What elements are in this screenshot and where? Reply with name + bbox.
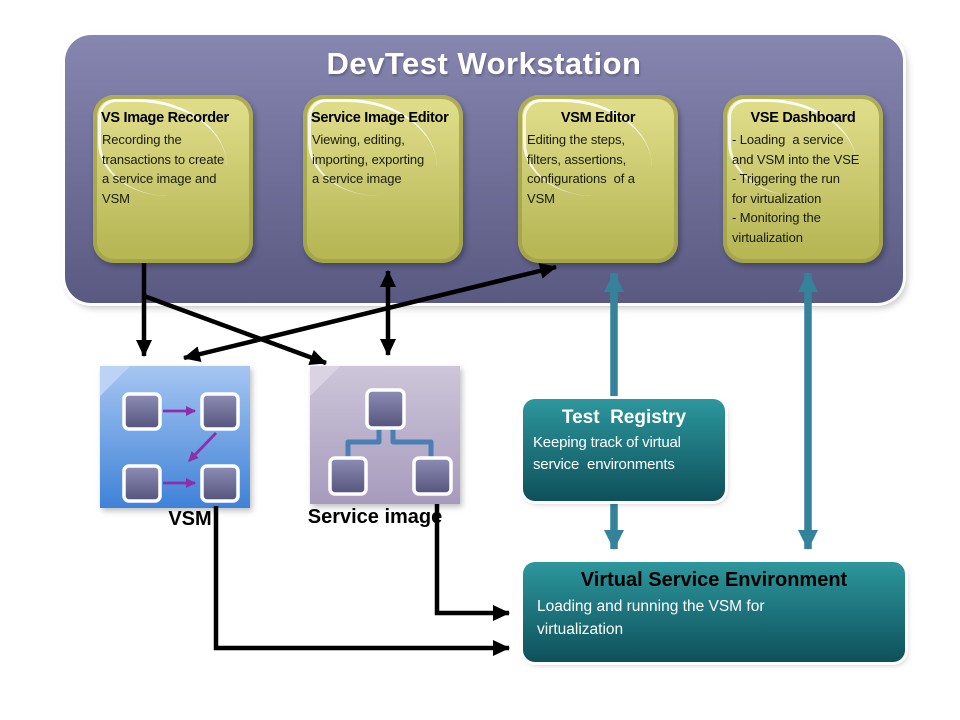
box-vsm-editor: VSM Editor Editing the steps, filters, a… xyxy=(518,95,678,263)
box-title: Virtual Service Environment xyxy=(580,569,848,591)
box-body: Keeping track of virtual service environ… xyxy=(533,434,681,473)
service-image-node xyxy=(310,366,460,504)
box-title: Test Registry xyxy=(561,407,687,428)
service-image-icon xyxy=(310,366,460,504)
box-body: Loading and running the VSM for virtuali… xyxy=(537,598,765,639)
vsm-label: VSM xyxy=(168,508,212,530)
box-title: Service Image Editor xyxy=(311,110,449,126)
box-body: Viewing, editing, importing, exporting a… xyxy=(312,132,425,186)
box-vse-dashboard: VSE Dashboard - Loading a service and VS… xyxy=(723,95,883,263)
box-body: Recording the transactions to create a s… xyxy=(102,132,225,206)
vsm-node xyxy=(100,366,250,508)
arrow-recorder-to-service-image xyxy=(143,293,327,366)
box-service-image-editor: Service Image Editor Viewing, editing, i… xyxy=(303,95,463,263)
box-title: VS Image Recorder xyxy=(101,110,229,126)
devtest-workstation-panel: DevTest Workstation VS Image Recorder Re… xyxy=(65,35,903,303)
box-body: - Loading a service and VSM into the VSE… xyxy=(732,132,860,245)
page-title: DevTest Workstation xyxy=(326,46,642,81)
box-title: VSM Editor xyxy=(560,110,636,126)
box-virtual-service-environment: Virtual Service Environment Loading and … xyxy=(523,562,905,662)
box-vs-image-recorder: VS Image Recorder Recording the transact… xyxy=(93,95,253,263)
vsm-icon xyxy=(100,366,250,508)
box-body: Editing the steps, filters, assertions, … xyxy=(527,132,635,206)
box-title: VSE Dashboard xyxy=(750,110,856,126)
service-image-label: Service image xyxy=(307,506,443,528)
box-test-registry: Test Registry Keeping track of virtual s… xyxy=(523,399,725,501)
